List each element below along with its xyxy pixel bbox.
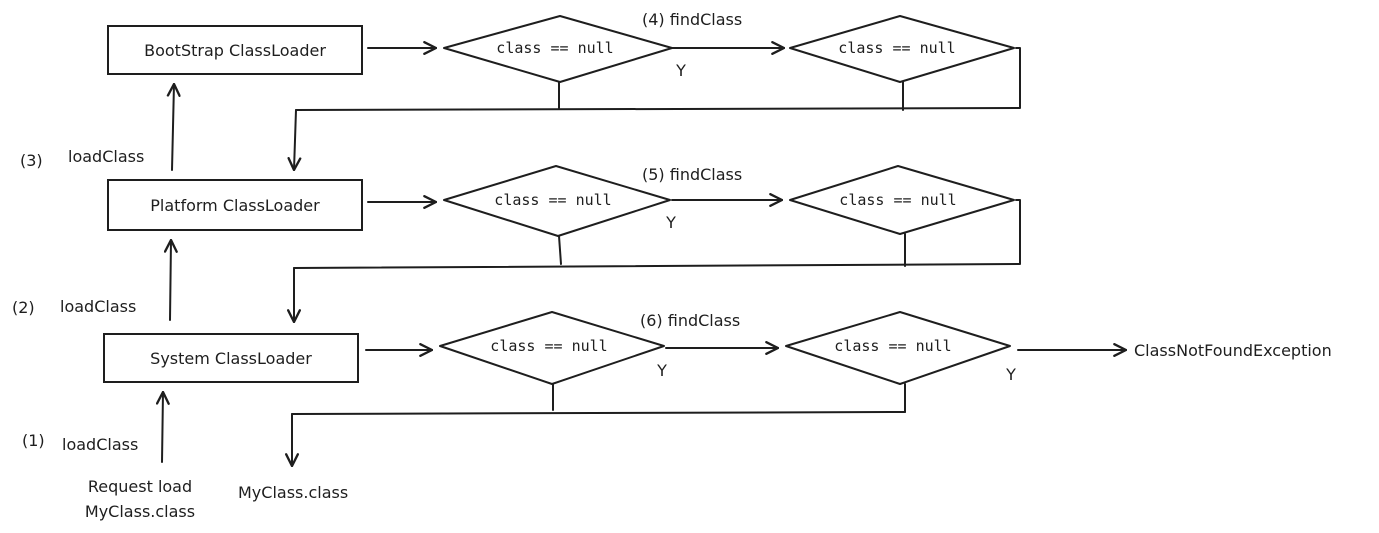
exception-label: ClassNotFoundException bbox=[1134, 341, 1332, 360]
platform-return-path bbox=[293, 199, 1021, 269]
system-classloader-box: System ClassLoader bbox=[103, 333, 359, 383]
platform-y-label: Y bbox=[665, 213, 676, 232]
step3-label: loadClass bbox=[68, 147, 144, 166]
bootstrap-classloader-label: BootStrap ClassLoader bbox=[144, 41, 326, 60]
request-line2: MyClass.class bbox=[85, 502, 195, 521]
system-return-path bbox=[291, 411, 906, 415]
platform-check-drop bbox=[558, 235, 562, 265]
platform-find-check-decision: class == null bbox=[789, 165, 1015, 235]
system-check-decision: class == null bbox=[439, 311, 665, 385]
bootstrap-find-check-label: class == null bbox=[838, 39, 955, 57]
bootstrap-y-label: Y bbox=[675, 61, 686, 80]
platform-check-decision: class == null bbox=[443, 165, 671, 237]
platform-classloader-box: Platform ClassLoader bbox=[107, 179, 363, 231]
result-label: MyClass.class bbox=[238, 483, 348, 502]
platform-to-bootstrap-arrow bbox=[166, 82, 181, 171]
step1-label: loadClass bbox=[62, 435, 138, 454]
step1-number: (1) bbox=[22, 431, 45, 450]
system-y-label: Y bbox=[656, 361, 667, 380]
system-find-y-label: Y bbox=[1005, 365, 1016, 384]
step2-number: (2) bbox=[12, 298, 35, 317]
step5-findclass-label: (5) findClass bbox=[642, 165, 742, 184]
platform-check-label: class == null bbox=[494, 191, 611, 209]
request-line1: Request load bbox=[88, 477, 192, 496]
bootstrap-classloader-box: BootStrap ClassLoader bbox=[107, 25, 363, 75]
bootstrap-check-label: class == null bbox=[496, 39, 613, 57]
bootstrap-find-check-decision: class == null bbox=[789, 15, 1015, 83]
system-classloader-label: System ClassLoader bbox=[150, 349, 312, 368]
system-check-label: class == null bbox=[490, 337, 607, 355]
bootstrap-check-decision: class == null bbox=[443, 15, 673, 83]
step6-findclass-label: (6) findClass bbox=[640, 311, 740, 330]
bootstrap-return-path bbox=[295, 47, 1021, 111]
request-to-system-arrow bbox=[155, 390, 170, 463]
system-find-check-label: class == null bbox=[834, 337, 951, 355]
step2-label: loadClass bbox=[60, 297, 136, 316]
platform-classloader-label: Platform ClassLoader bbox=[150, 196, 320, 215]
step3-number: (3) bbox=[20, 151, 43, 170]
return-to-platform-arrow bbox=[287, 109, 302, 172]
platform-find-check-label: class == null bbox=[839, 191, 956, 209]
system-find-check-decision: class == null bbox=[785, 311, 1011, 385]
step4-findclass-label: (4) findClass bbox=[642, 10, 742, 29]
system-to-platform-arrow bbox=[163, 238, 178, 321]
